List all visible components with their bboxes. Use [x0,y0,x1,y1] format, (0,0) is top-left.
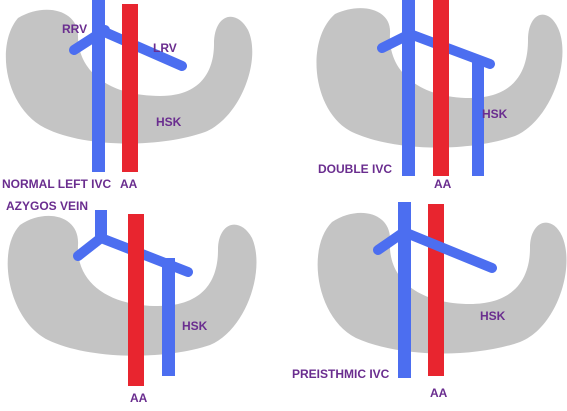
hsk-label: HSK [156,115,182,129]
aa-label: AA [430,386,448,400]
ivc-vessel [162,258,175,376]
aorta-vessel [433,0,449,176]
panel-preisthmic-ivc: HSK PREISTHMIC IVC AA [292,202,567,400]
aa-label: AA [120,177,138,191]
lrv-label: LRV [153,41,177,55]
aa-label: AA [130,391,148,405]
left-ivc-vessel [472,58,484,176]
panel-azygos-vein: AZYGOS VEIN HSK AA [6,199,257,405]
horseshoe-kidney [5,9,253,144]
right-renal-vein [377,29,415,53]
panel-normal-left-ivc: RRV LRV HSK NORMAL LEFT IVC AA [2,0,253,191]
left-renal-vein [95,25,187,71]
ivc-vessel [92,0,105,172]
rrv-label: RRV [62,22,87,36]
panel-caption: AZYGOS VEIN [6,199,88,213]
horseshoe-kidney [316,8,563,148]
aorta-vessel [122,4,138,172]
hsk-label: HSK [482,107,508,121]
horseshoe-kidney [7,215,257,356]
preisthmic-ivc-vessel [398,202,411,378]
panel-caption: NORMAL LEFT IVC [2,177,111,191]
hsk-label: HSK [182,319,208,333]
panel-double-ivc: HSK DOUBLE IVC AA [316,0,563,191]
panel-caption: DOUBLE IVC [318,162,392,176]
panel-caption: PREISTHMIC IVC [292,367,390,381]
right-ivc-vessel [402,0,415,176]
aorta-vessel [428,204,444,376]
hsk-label: HSK [480,309,506,323]
aorta-vessel [128,214,144,386]
azygos-vein-vessel [95,210,107,240]
left-renal-vein [399,227,497,273]
aa-label: AA [434,177,452,191]
